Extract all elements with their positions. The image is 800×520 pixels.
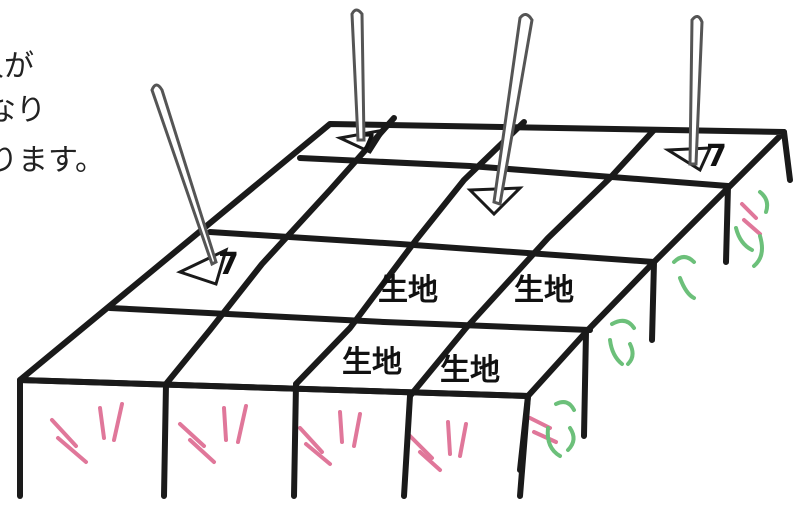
cell-label-r3c2: 生地 [342,345,402,380]
cell-label-r2c2: 生地 [378,273,438,308]
pin-mark-2: 7 [218,247,239,282]
pin-mark-3: 7 [706,139,727,174]
pin-icon [690,16,702,164]
cell-label-r2c3: 生地 [514,273,574,308]
green-hatch-marks [548,192,767,456]
pin-icon [494,14,532,204]
pin-icon [352,10,364,140]
pin-icon [152,85,216,264]
cell-label-r3c3: 生地 [440,353,500,388]
